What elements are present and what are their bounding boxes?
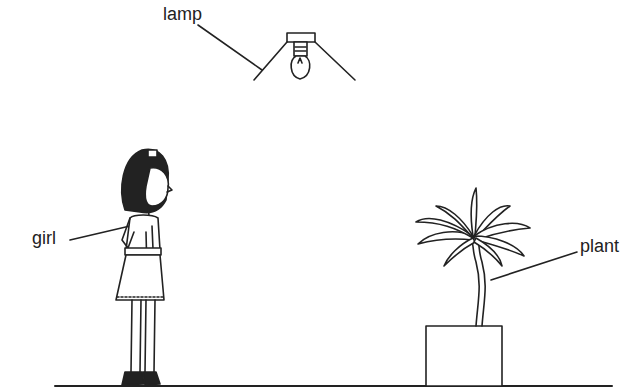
leader-line xyxy=(70,226,130,240)
girl-drawing xyxy=(116,149,172,385)
ground-line xyxy=(55,385,612,387)
plant-drawing xyxy=(416,188,530,386)
lamp-drawing xyxy=(254,33,355,80)
part-label: lamp xyxy=(163,4,202,24)
part-label: plant xyxy=(580,236,619,256)
leader-line xyxy=(198,25,262,70)
leader-line xyxy=(491,252,577,280)
part-label: girl xyxy=(32,228,56,248)
